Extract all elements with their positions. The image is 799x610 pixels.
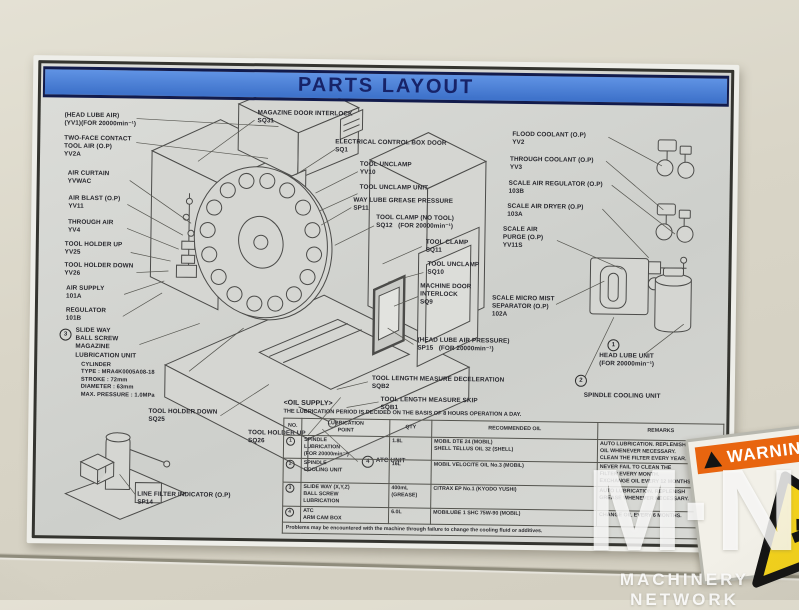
- row-number: 1: [286, 436, 296, 446]
- cell-oil: MOBIL DTE 24 (MOBIL) SHELL TELLUS OIL 32…: [431, 436, 598, 463]
- coolant-valve-icons: [655, 139, 695, 243]
- col-no: NO.: [283, 418, 302, 436]
- callout-way-lube-pressure: WAY LUBE GREASE PRESSURE SP11: [353, 196, 454, 212]
- oil-supply-heading: <OIL SUPPLY>: [283, 399, 333, 408]
- callout-tool-clamp-no-tool: TOOL CLAMP (NO TOOL) SQ12 (FOR 20000min⁻…: [376, 213, 455, 231]
- callout-head-lube-air-pressure: (HEAD LUBE AIR PRESSURE) SP15 (FOR 20000…: [417, 336, 510, 353]
- callout-tool-holder-down: TOOL HOLDER DOWN YV26: [64, 261, 134, 277]
- callout-air-supply: AIR SUPPLY 101A: [66, 284, 105, 300]
- callout-electrical-box-door: ELECTRICAL CONTROL BOX DOOR SQ1: [335, 138, 447, 154]
- callout-tool-clamp-sq11: TOOL CLAMP SQ11: [425, 238, 469, 254]
- page-title: PARTS LAYOUT: [297, 73, 475, 99]
- cell-point: SPINDLE COOLING UNIT: [301, 458, 390, 484]
- parts-layout-placard: PARTS LAYOUT: [26, 55, 740, 553]
- cell-point: SLIDE WAY (X,Y,Z) BALL SCREW LUBRICATION: [300, 482, 389, 508]
- callout-tool-holder-up: TOOL HOLDER UP YV25: [64, 240, 123, 256]
- machinery-network-logo: M·N: [585, 445, 799, 575]
- callout-tool-holder-down-sq25: TOOL HOLDER DOWN SQ25: [148, 407, 218, 424]
- callout-line-filter-indicator: LINE FILTER INDICATOR (O.P) SP14: [137, 490, 231, 506]
- callout-machine-door-interlock: MACHINE DOOR INTERLOCK SQ9: [419, 282, 472, 307]
- hand-crush-pictogram: [752, 471, 799, 588]
- cell-qty: 6.0L: [388, 507, 431, 525]
- callout-tool-unclamp-sq10: TOOL UNCLAMP SQ10: [427, 260, 480, 277]
- callout-scale-air-regulator: SCALE AIR REGULATOR (O.P) 103B: [508, 179, 603, 196]
- col-point: LUBRICATION POINT: [301, 418, 390, 437]
- callout-slide-way-lube-unit: SLIDE WAY BALL SCREW MAGAZINE LUBRICATIO…: [75, 326, 137, 360]
- tool-magazine-disk: [193, 166, 333, 321]
- callout-two-face-contact: TWO-FACE CONTACT TOOL AIR (O.P) YV2A: [64, 134, 132, 159]
- warning-sticker: WARNING: [684, 419, 799, 588]
- col-qty: QTY: [389, 419, 432, 437]
- row-number: 3: [285, 483, 295, 493]
- cell-oil: CITRAX EP No.1 (KYODO YUSHI): [430, 484, 597, 511]
- machine-isometric-drawing: [64, 78, 695, 520]
- callout-flood-coolant: FLOOD COOLANT (O.P) YV2: [512, 130, 587, 147]
- spindle-cooling-unit-icon: [589, 257, 650, 316]
- callout-leader-lines: [119, 118, 684, 495]
- head-lube-unit-icon: [654, 256, 692, 333]
- callout-spindle-cooling-unit: SPINDLE COOLING UNIT: [583, 391, 661, 400]
- callout-through-air: THROUGH AIR YV4: [67, 218, 114, 234]
- callout-tool-unclamp-yv10: TOOL UNCLAMP YV10: [359, 160, 412, 177]
- cell-qty: 16L: [388, 459, 432, 485]
- callout-scale-air-purge: SCALE AIR PURGE (O.P) YV11S: [502, 225, 544, 250]
- callout-tool-unclamp-unit: TOOL UNCLAMP UNIT: [359, 183, 429, 192]
- callout-through-coolant: THROUGH COOLANT (O.P) YV3: [509, 155, 594, 172]
- callout-scale-air-dryer: SCALE AIR DRYER (O.P) 103A: [507, 202, 584, 219]
- callout-cylinder-spec: CYLINDER TYPE : MRA4K0005A08-18 STROKE :…: [80, 361, 155, 399]
- callout-air-blast: AIR BLAST (O.P) YV11: [68, 194, 121, 210]
- lubrication-pump-icon: [64, 432, 187, 520]
- cell-point: ATC ARM CAM BOX: [300, 505, 389, 524]
- callout-tool-length-deceleration: TOOL LENGTH MEASURE DECELERATION SQB2: [371, 374, 505, 391]
- machinery-network-wordmark: MACHINERY NETWORK: [619, 570, 750, 609]
- callout-magazine-door-interlock: MAGAZINE DOOR INTERLOCK SQ31: [257, 109, 353, 125]
- callout-head-lube-air: (HEAD LUBE AIR) (YV1)(FOR 20000min⁻¹): [64, 111, 137, 128]
- callout-regulator: REGULATOR 101B: [65, 306, 107, 322]
- row-number: 4: [285, 507, 295, 517]
- row-number: 2: [285, 460, 295, 470]
- callout-head-lube-unit: HEAD LUBE UNIT (FOR 20000min⁻¹): [599, 352, 655, 368]
- marker-2: 2: [574, 374, 588, 387]
- cell-qty: 400mL (GREASE): [388, 483, 431, 508]
- callout-scale-micro-mist: SCALE MICRO MIST SEPARATOR (O.P) 102A: [491, 294, 555, 319]
- callout-air-curtain: AIR CURTAIN YVWAC: [67, 169, 110, 186]
- cell-point: SPINDLE LUBRICATION (FOR 20000min⁻¹): [301, 435, 390, 460]
- cell-qty: 1.8L: [389, 436, 432, 461]
- cell-oil: MOBIL VELOCITE OIL No.3 (MOBIL): [430, 460, 598, 487]
